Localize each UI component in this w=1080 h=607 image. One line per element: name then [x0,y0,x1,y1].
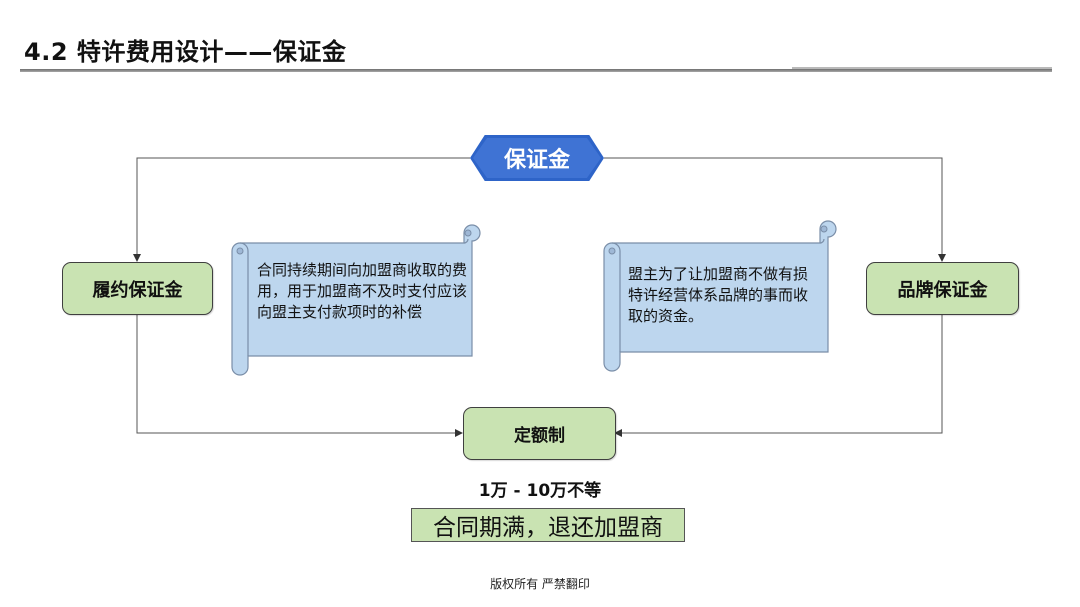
connector-bottom-right [614,314,943,437]
scroll-right-text: 盟主为了让加盟商不做有损特许经营体系品牌的事而收取的资金。 [628,265,809,325]
contract-expiry-note: 合同期满，退还加盟商 [411,508,685,542]
connector-top-left [133,157,470,262]
scroll-left-text: 合同持续期间向加盟商收取的费 用，用于加盟商不及时支付应该向盟主支付款项时的补偿 [257,261,468,321]
copyright-footer: 版权所有 严禁翻印 [490,577,590,591]
fixed-amount-box: 定额制 [463,407,616,460]
performance-deposit-box: 履约保证金 [62,262,213,315]
connector-top-right [604,157,946,262]
title-divider-tail [792,67,1052,69]
deposit-range-text: 1万 - 10万不等 [478,481,602,501]
title-divider [20,69,1052,72]
scroll-right [603,220,837,372]
connector-bottom-left [136,314,463,437]
scroll-left [231,224,481,376]
brand-deposit-box: 品牌保证金 [866,262,1019,315]
page-title: 4.2 特许费用设计——保证金 [24,38,347,66]
center-hexagon-label: 保证金 [473,138,601,178]
